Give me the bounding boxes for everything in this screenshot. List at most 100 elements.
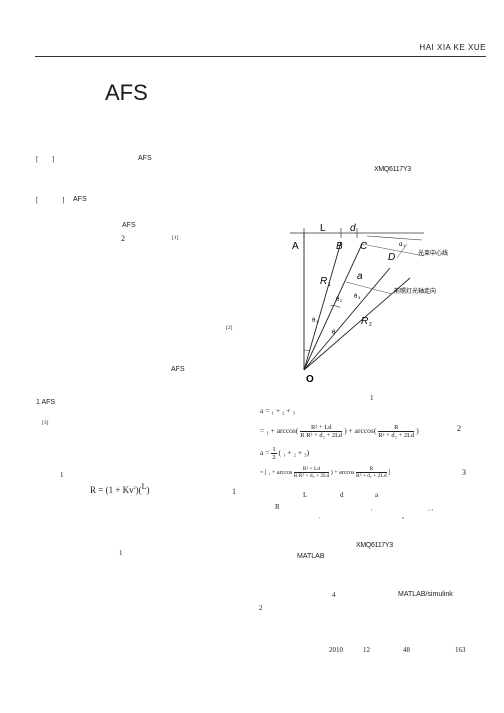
equation-3-body: [ ₁ + arccos — [264, 469, 293, 476]
label-L: L — [320, 223, 326, 234]
annotation-beam-center: 光束中心线 — [418, 249, 448, 257]
variable-R: R — [275, 503, 280, 511]
equation-2-number: 2 — [457, 424, 461, 433]
footer-issue: 48 — [403, 646, 410, 654]
variable-d: d — [340, 491, 344, 499]
punctuation-comma: , — [371, 506, 373, 512]
equation-3-half-denominator: 2 — [272, 454, 276, 461]
equation-3-fraction-2-numerator: R — [356, 466, 387, 473]
curve-line — [366, 235, 423, 241]
equation-2-fraction-2-denominator-rest: ² + d₂ + 2Ld — [382, 432, 415, 439]
equation-3-close: ] — [388, 469, 391, 476]
label-R2: R — [361, 316, 368, 327]
section-heading: 1 AFS — [36, 399, 56, 406]
equation-3-line-2: = [ ₁ + arccos R² + Ld R R² + d₂ + 2Ld )… — [260, 466, 390, 479]
reference-3: [3] — [42, 420, 49, 426]
number-2: 2 — [259, 604, 263, 612]
equation-2-fraction-2-denominator: R² + d₂ + 2Ld — [378, 432, 414, 439]
header-rule — [35, 56, 486, 57]
equation-3-alpha: a — [260, 448, 264, 458]
ray-b — [303, 241, 342, 371]
vehicle-model-code-2: XMQ6117Y3 — [356, 542, 393, 549]
footer-month: 12 — [363, 646, 370, 654]
label-theta1-sub: 1 — [316, 319, 319, 324]
equation-3-fraction-1-denominator-var: R — [293, 473, 298, 479]
label-a: a — [357, 271, 363, 282]
journal-header: HAI XIA KE XUE — [419, 43, 486, 52]
equation-2-fraction-1-numerator: R² + Ld — [300, 424, 343, 432]
equation-3-half-numerator: 1 — [271, 446, 277, 454]
variable-a: a — [375, 491, 379, 499]
ray-d — [303, 267, 391, 371]
equation-3-middle: ) + arccos — [330, 469, 355, 476]
equation-2-fraction-1-denominator-rest: ² + d₂ + 2Ld — [310, 432, 343, 439]
headlight-axis-line — [345, 281, 393, 295]
label-theta2-sub: 2 — [340, 298, 343, 303]
prime-mark: ' — [319, 517, 320, 523]
intro-number: 2 — [121, 234, 125, 243]
label-theta3-sub: 3 — [358, 295, 361, 300]
software-matlab: MATLAB — [297, 553, 325, 560]
equation-2-line-1: a = ₁ + ₂ + ₃ — [260, 406, 295, 415]
equation-3-fraction-2-denominator-var: R — [356, 473, 360, 479]
equation-label-1: 1 — [60, 471, 64, 479]
vehicle-model-code: XMQ6117Y3 — [374, 166, 411, 173]
headlight-geometry-diagram: L d A B C D R 1 a R 2 O θ 1 θ 2 θ 3 α 1 … — [290, 223, 448, 384]
equation-3-fraction-1-numerator-rest: ² + Ld — [306, 466, 321, 472]
intro-term: AFS — [122, 222, 136, 229]
equation-3-fraction-1: R² + Ld R R² + d₂ + 2Ld — [293, 466, 330, 479]
equation-3-line-1: a = 1 2 ( ₁ + ₂ + ₃) — [260, 446, 309, 461]
label-theta2: θ — [336, 297, 340, 303]
equation-3-half: 1 2 — [271, 446, 277, 461]
theta-arc — [329, 305, 341, 309]
equation-3-sum: ( ₁ + ₂ + ₃) — [278, 448, 310, 458]
equation-2-close: ) — [416, 426, 419, 436]
label-R1: R — [320, 276, 327, 287]
equation-2-fraction-1: R² + Ld R R² + d₂ + 2Ld — [300, 424, 343, 439]
equation-2-fraction-2-denominator-var: R — [378, 432, 383, 439]
equation-3-fraction-2-denominator-rest: ² + d₂ + 2Ld — [359, 473, 387, 479]
ray-c — [303, 243, 363, 371]
equation-2-fraction-2: R R² + d₂ + 2Ld — [378, 424, 415, 439]
beam-center-line — [361, 243, 425, 257]
equation-1-numerator: L — [141, 482, 147, 491]
equation-2-alpha: a — [260, 406, 264, 415]
label-B: B — [336, 241, 343, 252]
label-R2-sub: 2 — [369, 322, 372, 328]
equation-2-line-2: = ₁ + arccos( R² + Ld R R² + d₂ + 2Ld ) … — [260, 424, 419, 439]
equation-3-fraction-1-denominator-rest: R² + d₂ + 2Ld — [297, 473, 330, 479]
abstract-term: AFS — [138, 155, 152, 162]
equation-2-fraction-1-numerator-var: R — [311, 424, 316, 431]
label-theta3: θ — [354, 294, 358, 300]
label-alpha1: α — [399, 242, 403, 248]
equation-3-fraction-2-denominator: R² + d₂ + 2Ld — [356, 473, 387, 479]
equation-1-superscript: 2 — [133, 485, 136, 490]
subscript-marks: ₁ ₂ — [428, 506, 434, 512]
equation-2-fraction-2-numerator: R — [378, 424, 415, 432]
equation-1: R = (1 + Kv2)(L) — [90, 482, 150, 495]
equation-3-lead: = — [260, 469, 265, 476]
figure-caption: 1 — [370, 394, 374, 402]
equation-2-fraction-1-numerator-rest: ² + Ld — [315, 424, 332, 431]
label-O: O — [306, 374, 314, 384]
label-d: d — [350, 223, 356, 234]
equation-3-number: 3 — [462, 468, 466, 477]
label-D: D — [388, 252, 395, 263]
footer-page-number: 163 — [455, 646, 466, 654]
equation-2-sum: = ₁ + ₂ + ₃ — [263, 406, 296, 415]
equation-2-fraction-1-denominator: R R² + d₂ + 2Ld — [300, 432, 342, 439]
label-alpha2: θ — [332, 330, 336, 336]
equation-3-fraction-1-numerator-var: R — [302, 466, 307, 472]
degree-mark: ° — [402, 517, 405, 523]
reference-1: [1] — [172, 235, 179, 241]
equation-label-2: 1 — [119, 549, 123, 557]
equation-3-fraction-2: R R² + d₂ + 2Ld — [356, 466, 387, 479]
paragraph-term: AFS — [171, 366, 185, 373]
equation-2-middle: ) + arccos( — [344, 426, 377, 436]
annotation-headlight-axis: 前照灯光轴走向 — [394, 287, 436, 295]
label-R1-sub: 1 — [328, 282, 331, 288]
equation-2-fraction-1-denominator-var: R R — [300, 432, 311, 439]
abstract-close-bracket: ] — [52, 155, 55, 163]
equation-3-fraction-1-denominator: R R² + d₂ + 2Ld — [294, 473, 330, 479]
label-C: C — [360, 241, 368, 252]
